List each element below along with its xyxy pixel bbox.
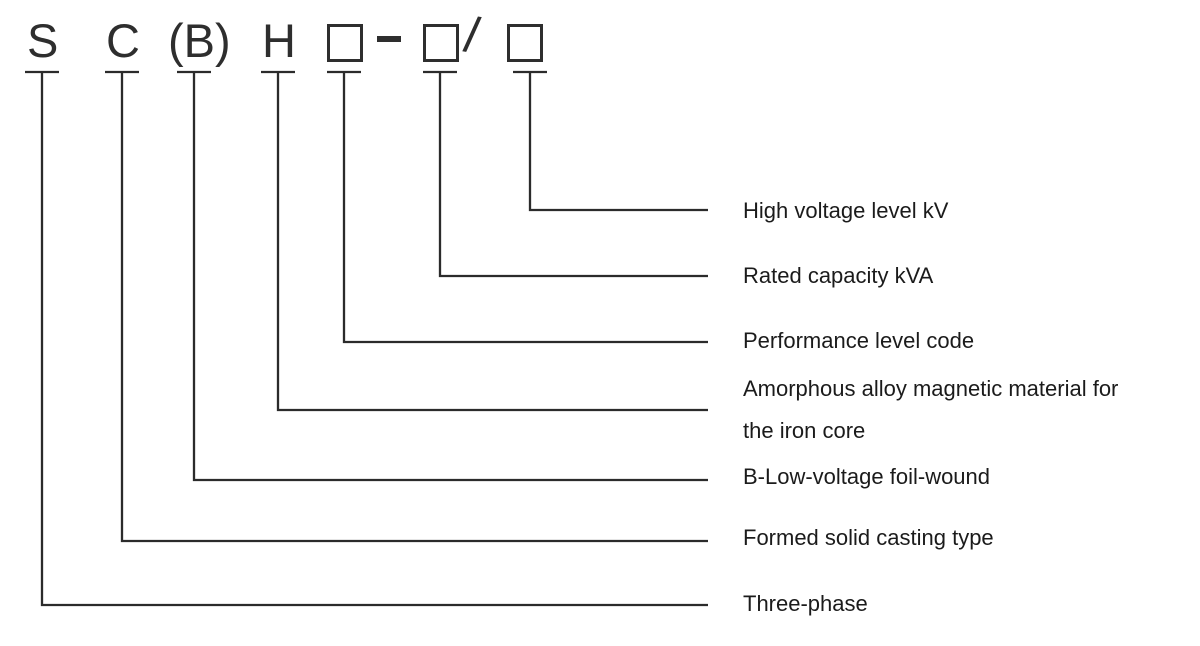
label-high-voltage: High voltage level kV — [743, 198, 949, 223]
placeholder-box-voltage — [507, 24, 543, 62]
label-amorphous-core-line2: the iron core — [743, 418, 866, 443]
connector-amorphous-core — [261, 70, 708, 412]
code-letter-b-paren: (B) — [168, 14, 231, 67]
connector-casting-type — [105, 70, 708, 543]
connector-three-phase — [25, 70, 708, 607]
placeholder-box-capacity — [423, 24, 459, 62]
label-foil-wound: B-Low-voltage foil-wound — [743, 464, 991, 489]
code-letter-h: H — [262, 14, 296, 67]
connector-rated-capacity — [423, 70, 708, 278]
label-performance-level: Performance level code — [743, 328, 975, 353]
label-three-phase: Three-phase — [743, 591, 868, 616]
placeholder-box-performance — [327, 24, 363, 62]
connector-foil-wound — [177, 70, 708, 482]
connector-performance-level — [327, 70, 708, 344]
connector-high-voltage — [513, 70, 708, 212]
label-casting-type: Formed solid casting type — [743, 525, 994, 550]
code-letter-c: C — [106, 14, 140, 67]
code-letter-s: S — [27, 14, 59, 67]
label-rated-capacity: Rated capacity kVA — [743, 263, 934, 288]
label-amorphous-core-line1: Amorphous alloy magnetic material for — [743, 376, 1119, 401]
dash-separator — [377, 36, 401, 42]
